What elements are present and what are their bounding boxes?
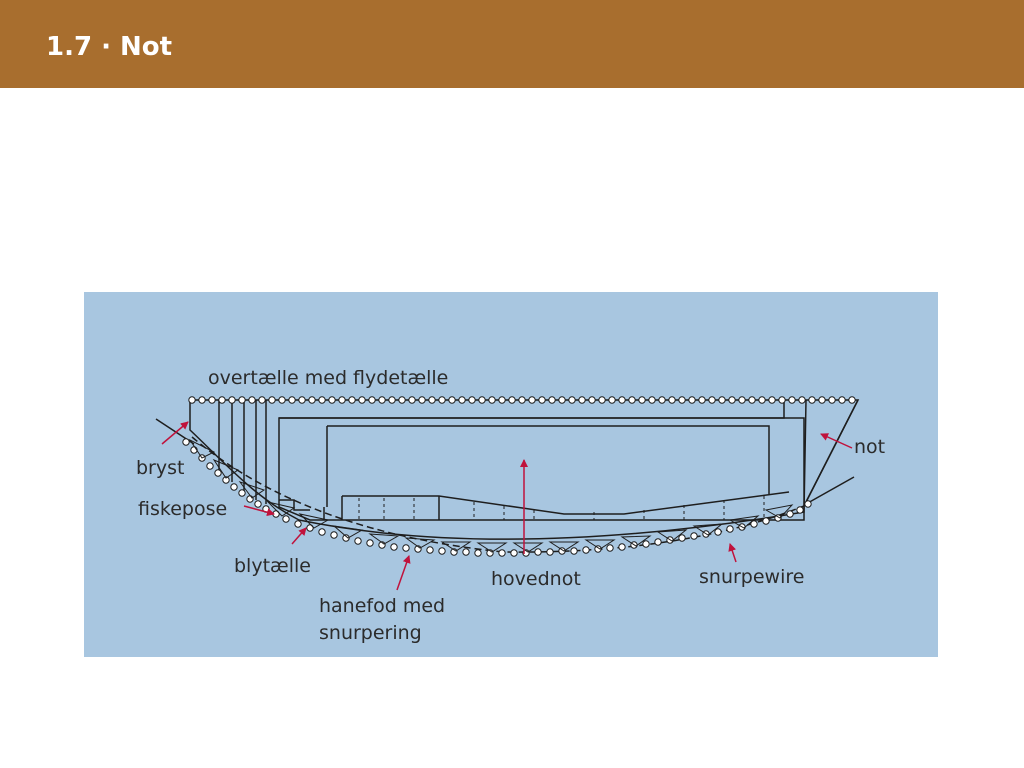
- net-panel-marks: [326, 442, 765, 520]
- float-line-floats: [188, 396, 856, 404]
- arrow-breast: [161, 421, 189, 445]
- label-fish-bag: fiskepose: [138, 498, 227, 520]
- label-main-net: hovednot: [491, 568, 581, 590]
- purse-seine-diagram: overtælle med flydetælle not bryst fiske…: [84, 292, 938, 657]
- label-bridle-line-2: snurpering: [319, 622, 422, 644]
- diagram-background: [84, 292, 938, 657]
- bridle-triangles: [188, 438, 794, 553]
- slide-title: 1.7 · Not: [46, 32, 173, 62]
- arrow-fish-bag: [243, 505, 275, 517]
- label-purse-wire: snurpewire: [699, 566, 804, 588]
- label-lead-line: blytælle: [234, 555, 311, 577]
- label-net: not: [854, 436, 885, 458]
- lead-line-rings: [182, 438, 812, 557]
- header-bar: 1.7 · Not: [0, 0, 1024, 88]
- arrow-bridle: [396, 555, 411, 591]
- label-float-line: overtælle med flydetælle: [208, 367, 448, 389]
- arrow-lead-line: [291, 527, 307, 545]
- label-arrows: [161, 421, 853, 591]
- arrow-purse-wire: [728, 543, 737, 563]
- label-breast: bryst: [136, 457, 184, 479]
- arrow-net: [820, 433, 853, 449]
- label-bridle-line-1: hanefod med: [319, 595, 445, 617]
